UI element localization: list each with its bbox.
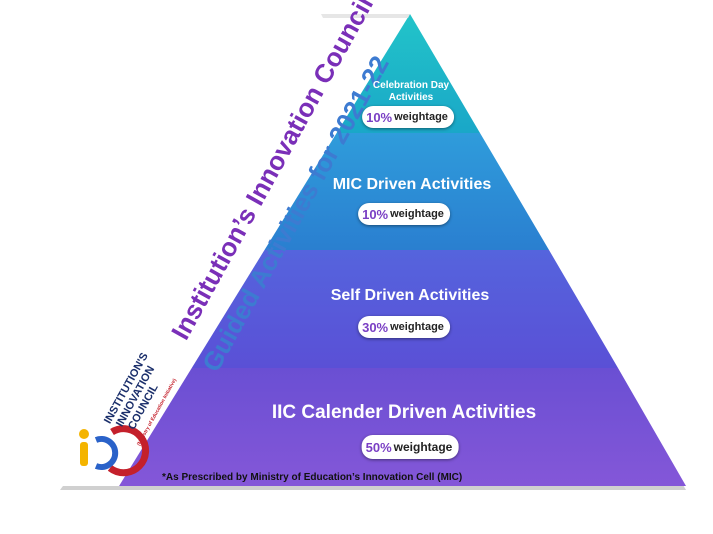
tier1-title-line2: Activities [388,92,434,103]
tier2-title: MIC Driven Activities [332,176,492,193]
tier1-percent: 10% [366,109,393,125]
footnote: *As Prescribed by Ministry of Education’… [162,472,463,483]
tier-celebration-day [321,14,480,133]
tier4-weightage-badge: 50% weightage [361,435,459,459]
tier4-weightage-label: weightage [393,440,453,454]
tier1-weightage-label: weightage [394,111,448,123]
tier2-weightage-badge: 10% weightage [358,203,450,225]
tier2-percent: 10% [362,206,389,222]
tier2-weightage-label: weightage [390,208,444,220]
tier3-weightage-label: weightage [390,321,444,333]
tier3-title: Self Driven Activities [330,287,490,304]
tier4-percent: 50% [365,439,392,455]
tier1-weightage-badge: 10% weightage [362,106,454,128]
tier-iic-calender [119,368,686,486]
tier1-title: Celebration Day Activities [373,80,449,104]
iic-logo-mark [79,425,150,477]
tier3-weightage-badge: 30% weightage [358,316,450,338]
tier3-percent: 30% [362,319,389,335]
tier-mic-driven [255,133,549,250]
tier4-title: IIC Calender Driven Activities [271,402,537,423]
tier1-title-line1: Celebration Day [372,80,450,91]
side-banner [35,14,410,486]
tier-self-driven [188,250,618,368]
